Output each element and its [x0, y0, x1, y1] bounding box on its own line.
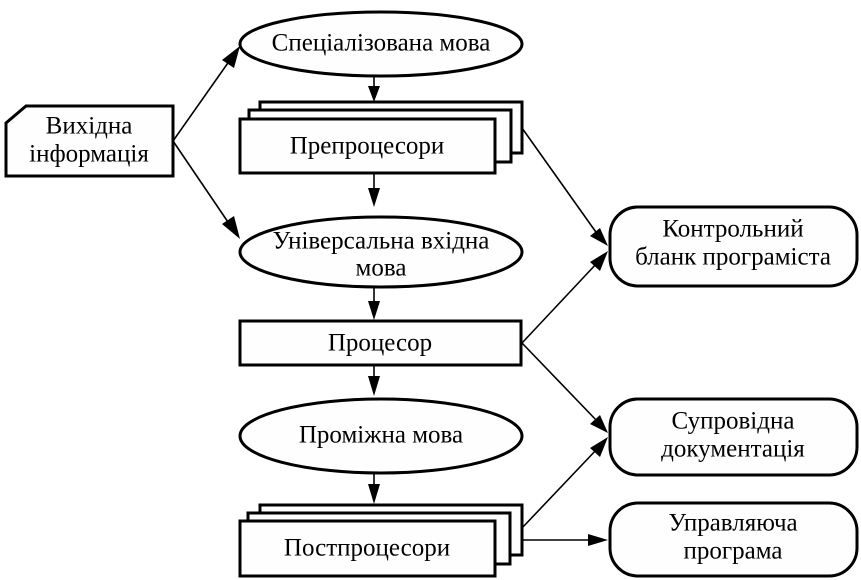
edge-processor-to-control-form	[521, 251, 608, 344]
node-label-line: мова	[356, 255, 407, 282]
edge-source-to-universal	[172, 140, 240, 239]
node-specialized-language: Спеціалізована мова	[238, 10, 524, 78]
edges-layer	[172, 46, 608, 546]
node-control-program: Управляюча програма	[608, 501, 859, 578]
edge-postprocessors-to-control-program	[522, 534, 608, 546]
node-preprocessors: Препроцесори	[238, 100, 524, 175]
edge-postprocessors-to-documentation	[521, 437, 608, 529]
edge-processor-to-intermediate	[368, 366, 380, 396]
node-label-line: Препроцесори	[290, 133, 445, 160]
node-label-line: Постпроцесори	[284, 535, 450, 562]
edge-preprocessors-to-control-form	[521, 127, 608, 246]
node-universal-language: Універсальна вхідна мова	[238, 215, 524, 289]
node-label-line: документація	[661, 436, 805, 463]
node-label-line: інформація	[29, 141, 149, 168]
edge-specialized-to-preprocessors	[368, 76, 380, 102]
node-source-info: Вихідна інформація	[4, 104, 175, 178]
edge-preprocessors-to-universal	[368, 174, 380, 207]
node-documentation: Супровідна документація	[608, 397, 859, 477]
edge-processor-to-documentation	[521, 342, 608, 433]
edge-universal-to-processor	[368, 287, 380, 320]
node-control-form: Контрольний бланк програміста	[608, 205, 859, 288]
node-label-line: Проміжна мова	[299, 422, 463, 449]
node-label-line: бланк програміста	[635, 244, 831, 271]
node-label-line: Універсальна вхідна	[273, 228, 490, 255]
node-label-line: програма	[684, 538, 783, 565]
node-label-line: Управляюча	[668, 510, 797, 537]
node-label-line: Контрольний	[662, 216, 803, 243]
node-intermediate-language: Проміжна мова	[238, 397, 524, 475]
node-label-line: Вихідна	[46, 113, 133, 140]
node-label-line: Спеціалізована мова	[272, 30, 491, 57]
node-label-line: Процесор	[328, 330, 432, 357]
node-label-line: Супровідна	[672, 408, 795, 435]
edge-source-to-specialized	[172, 46, 240, 142]
edge-intermediate-to-postprocessors	[368, 474, 380, 504]
node-postprocessors: Постпроцесори	[238, 503, 524, 578]
node-processor: Процесор	[238, 319, 523, 367]
